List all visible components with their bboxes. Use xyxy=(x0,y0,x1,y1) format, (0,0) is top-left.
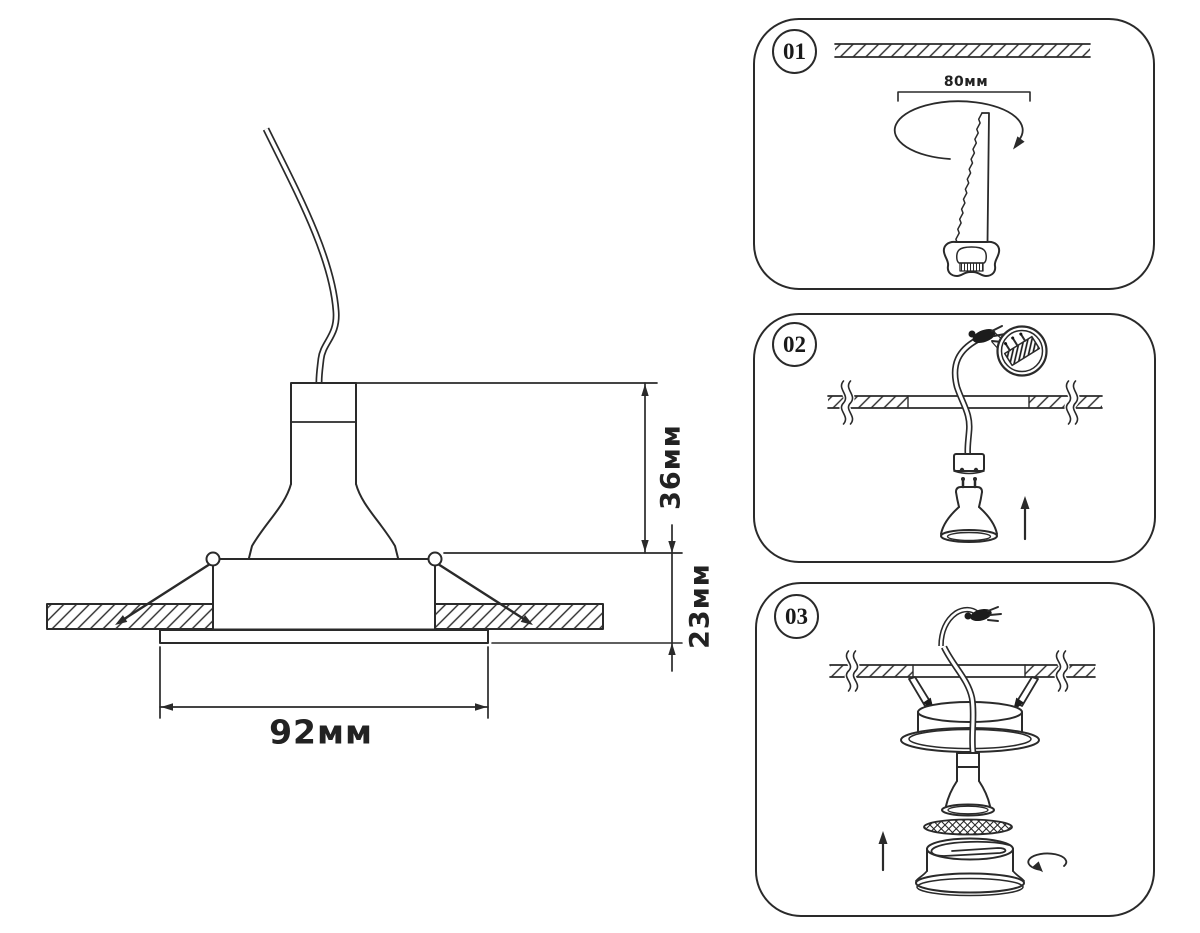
fixture-housing-icon xyxy=(212,558,436,630)
step1-art xyxy=(834,43,1091,277)
dimension-36mm-lines xyxy=(355,382,683,554)
magnifier-detail-icon xyxy=(991,325,1048,377)
step-number-badge-1: 01 xyxy=(772,29,817,74)
dimension-23mm-label: 23мм xyxy=(684,563,716,649)
drywall-saw-icon xyxy=(942,112,1001,277)
up-arrow-icon xyxy=(1020,496,1030,541)
mains-wire-icon xyxy=(262,127,340,383)
gu10-bulb-icon xyxy=(941,752,995,817)
lamp-socket-icon xyxy=(953,453,985,475)
wire-icon xyxy=(938,606,979,753)
up-arrow-icon xyxy=(878,831,888,872)
break-squiggle-icon xyxy=(840,380,854,425)
break-squiggle-icon xyxy=(1065,380,1079,425)
break-squiggle-icon xyxy=(845,650,859,692)
terminal-block-icon xyxy=(1003,332,1041,367)
dimension-92mm-lines xyxy=(159,646,489,719)
mesh-diffuser-icon xyxy=(923,818,1013,836)
trim-ring-icon xyxy=(915,837,1025,897)
mounting-spring-icon xyxy=(115,551,533,625)
step-panel-2 xyxy=(753,313,1156,563)
step-number: 02 xyxy=(783,331,806,357)
step2-art xyxy=(827,325,1103,543)
step-number-badge-2: 02 xyxy=(772,322,817,367)
retainer-spring-icon xyxy=(930,840,1010,857)
dimension-23mm-lines xyxy=(668,524,676,672)
step3-art xyxy=(829,606,1096,897)
dimension-92mm-label: 92мм xyxy=(269,712,373,752)
gu10-bulb-icon xyxy=(940,477,998,543)
spring-clip-icon xyxy=(908,676,1039,711)
ceiling-hatch-icon xyxy=(834,43,1091,58)
rotation-arrow-icon xyxy=(1027,852,1068,873)
wire-connector-icon xyxy=(964,606,1002,622)
step-number: 01 xyxy=(783,38,806,64)
step-number-badge-3: 03 xyxy=(774,594,819,639)
trim-flange-icon xyxy=(159,629,683,644)
step-number: 03 xyxy=(785,603,808,629)
hole-ellipse-icon xyxy=(893,100,1025,160)
dimension-36mm-label: 36мм xyxy=(655,424,687,510)
fixture-section-drawing xyxy=(46,127,683,719)
hole-diameter-80mm-label: 80мм xyxy=(943,74,989,90)
break-gap xyxy=(839,375,855,430)
gu10-lamp-icon xyxy=(248,382,399,559)
break-squiggle-icon xyxy=(1055,650,1069,692)
wire-icon xyxy=(951,337,979,457)
hole-diameter-dimension xyxy=(897,91,1031,102)
rotation-arrow-icon xyxy=(1013,136,1025,150)
